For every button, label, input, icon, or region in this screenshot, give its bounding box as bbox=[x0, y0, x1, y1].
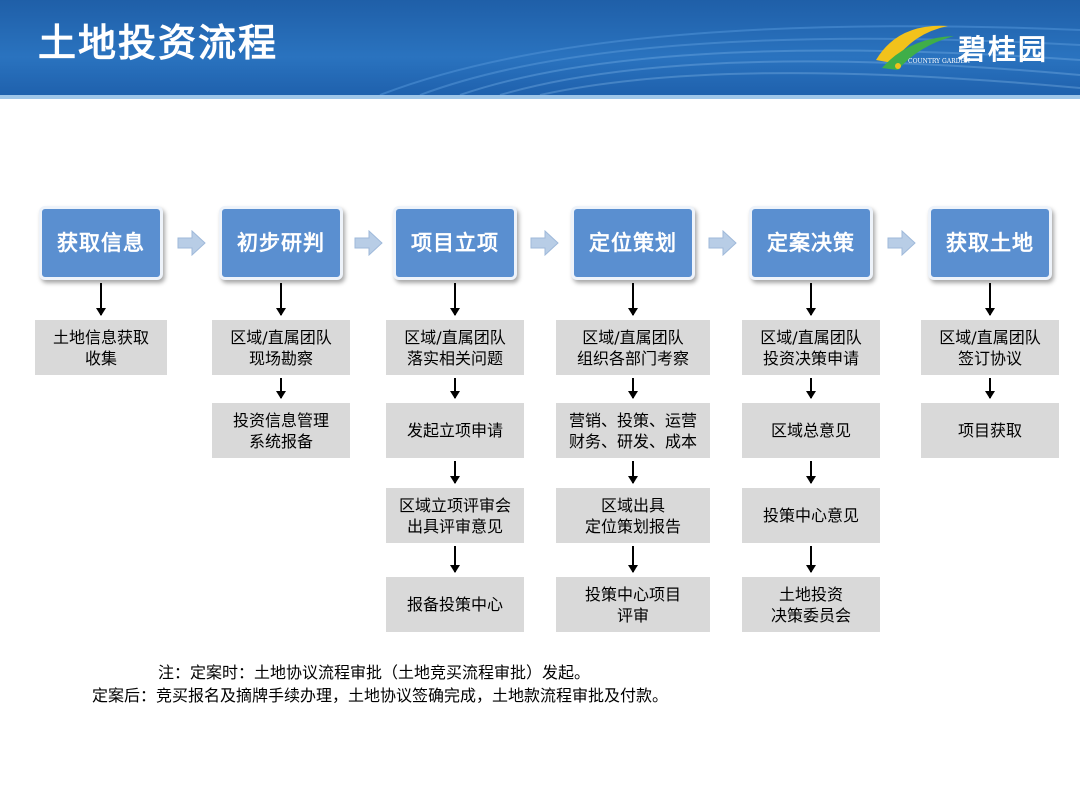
step-3: 项目立项 bbox=[393, 206, 517, 280]
next-step-arrow-icon bbox=[708, 230, 737, 256]
task-text-line: 组织各部门考察 bbox=[576, 348, 689, 368]
flow-arrow bbox=[628, 546, 638, 573]
task-text-line: 现场勘察 bbox=[248, 348, 313, 368]
step-5-task-4: 土地投资决策委员会 bbox=[742, 577, 880, 632]
task-text-line: 区域/直属团队 bbox=[582, 327, 684, 347]
step-4: 定位策划 bbox=[571, 206, 695, 280]
flow-arrow bbox=[276, 378, 286, 399]
task-text-line: 区域/直属团队 bbox=[230, 327, 332, 347]
flow-arrow bbox=[806, 546, 816, 573]
task-text-line: 评审 bbox=[616, 605, 649, 625]
next-step-arrow-icon bbox=[887, 230, 916, 256]
task-text-line: 营销、投策、运营 bbox=[568, 410, 697, 430]
step-5: 定案决策 bbox=[749, 206, 873, 280]
task-text-line: 投策中心意见 bbox=[762, 506, 859, 525]
step-2: 初步研判 bbox=[219, 206, 343, 280]
flow-arrow bbox=[628, 378, 638, 399]
step-2-task-2: 投资信息管理系统报备 bbox=[212, 403, 350, 458]
page-title: 土地投资流程 bbox=[38, 21, 279, 65]
step-2-task-1: 区域/直属团队现场勘察 bbox=[212, 320, 350, 375]
task-text-line: 区域/直属团队 bbox=[939, 327, 1041, 347]
header-divider bbox=[0, 95, 1080, 99]
header-wave-decoration bbox=[379, 25, 1080, 95]
flow-arrow bbox=[450, 378, 460, 399]
flow-arrow bbox=[450, 546, 460, 573]
flow-arrow bbox=[450, 461, 460, 484]
step-5-task-3: 投策中心意见 bbox=[742, 488, 880, 543]
step-6: 获取土地 bbox=[928, 206, 1052, 280]
task-text-line: 区域/直属团队 bbox=[760, 327, 862, 347]
step-5-task-2: 区域总意见 bbox=[742, 403, 880, 458]
header-bar: 土地投资流程 碧桂园 COUNTRY GARDEN bbox=[0, 0, 1080, 95]
step-3-task-2: 发起立项申请 bbox=[386, 403, 524, 458]
step-4-task-1: 区域/直属团队组织各部门考察 bbox=[556, 320, 710, 375]
task-text-line: 签订协议 bbox=[957, 348, 1022, 368]
note-line-1: 注：定案时：土地协议流程审批（土地竞买流程审批）发起。 bbox=[158, 663, 591, 682]
step-1-task-1: 土地信息获取收集 bbox=[35, 320, 167, 375]
step-5-task-1: 区域/直属团队投资决策申请 bbox=[742, 320, 880, 375]
flow-arrow bbox=[806, 378, 816, 399]
flow-arrow bbox=[96, 283, 106, 316]
task-text-line: 系统报备 bbox=[248, 431, 313, 451]
flow-arrow bbox=[450, 283, 460, 316]
next-step-arrow-icon bbox=[530, 230, 559, 256]
flow-arrow bbox=[628, 461, 638, 484]
flow-arrow bbox=[806, 283, 816, 316]
brand-logo: 碧桂园 COUNTRY GARDEN bbox=[868, 18, 1068, 78]
task-text-line: 区域立项评审会 bbox=[398, 495, 511, 515]
next-step-arrow-icon bbox=[354, 230, 383, 256]
flow-arrow bbox=[628, 283, 638, 316]
task-text-line: 区域/直属团队 bbox=[404, 327, 506, 347]
step-4-task-3: 区域出具定位策划报告 bbox=[556, 488, 710, 543]
flow-arrow bbox=[985, 378, 995, 399]
task-text-line: 区域总意见 bbox=[770, 421, 851, 440]
task-text-line: 土地投资 bbox=[778, 584, 843, 604]
logo-swoosh-icon bbox=[876, 25, 954, 70]
task-text-line: 投策中心项目 bbox=[584, 584, 681, 604]
task-text-line: 土地信息获取 bbox=[52, 327, 149, 347]
step-1: 获取信息 bbox=[39, 206, 163, 280]
logo-subtext: COUNTRY GARDEN bbox=[908, 58, 971, 65]
task-text-line: 区域出具 bbox=[600, 495, 665, 515]
flow-arrow bbox=[985, 283, 995, 316]
task-text-line: 财务、研发、成本 bbox=[568, 431, 697, 451]
task-text-line: 投资信息管理 bbox=[232, 410, 329, 430]
task-text-line: 报备投策中心 bbox=[406, 595, 503, 614]
task-text-line: 发起立项申请 bbox=[406, 421, 503, 440]
task-text-line: 项目获取 bbox=[957, 421, 1022, 440]
next-step-arrow-icon bbox=[177, 230, 206, 256]
step-4-task-4: 投策中心项目评审 bbox=[556, 577, 710, 632]
step-4-task-2: 营销、投策、运营财务、研发、成本 bbox=[556, 403, 710, 458]
step-6-task-1: 区域/直属团队签订协议 bbox=[921, 320, 1059, 375]
logo-text: 碧桂园 bbox=[958, 33, 1049, 66]
task-text-line: 投资决策申请 bbox=[762, 348, 859, 368]
step-3-task-4: 报备投策中心 bbox=[386, 577, 524, 632]
task-text-line: 收集 bbox=[84, 348, 117, 368]
task-text-line: 决策委员会 bbox=[770, 605, 851, 625]
flow-arrow bbox=[276, 283, 286, 316]
flow-arrow bbox=[806, 461, 816, 484]
step-3-task-3: 区域立项评审会出具评审意见 bbox=[386, 488, 524, 543]
task-text-line: 出具评审意见 bbox=[406, 516, 503, 536]
task-text-line: 落实相关问题 bbox=[406, 348, 503, 368]
step-3-task-1: 区域/直属团队落实相关问题 bbox=[386, 320, 524, 375]
note-line-2: 定案后：竞买报名及摘牌手续办理，土地协议签确完成，土地款流程审批及付款。 bbox=[92, 686, 669, 705]
task-text-line: 定位策划报告 bbox=[584, 516, 681, 536]
step-6-task-2: 项目获取 bbox=[921, 403, 1059, 458]
